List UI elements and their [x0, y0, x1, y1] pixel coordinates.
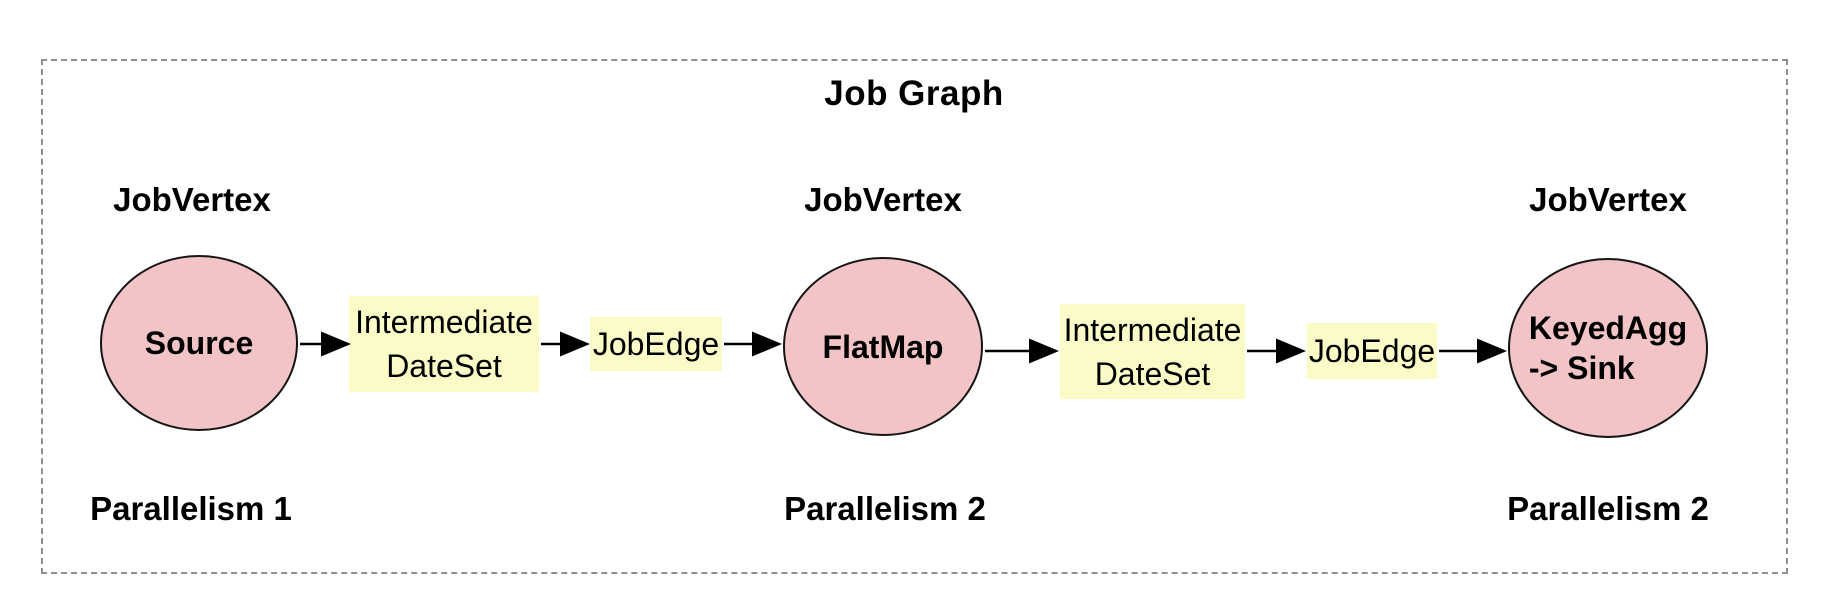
vertex-circle-source: Source	[100, 255, 298, 431]
parallelism-label-flatmap: Parallelism 2	[784, 490, 986, 527]
intermediate-dataset-box-1: Intermediate DateSet	[349, 296, 539, 392]
jobvertex-label-source: JobVertex	[113, 181, 271, 218]
vertex-name-flatmap: FlatMap	[822, 328, 944, 365]
job-edge-box-2: JobEdge	[1307, 323, 1437, 379]
job-edge-box-1: JobEdge	[590, 317, 722, 371]
vertex-name-source: Source	[144, 325, 254, 361]
job-edge-label-2: JobEdge	[1308, 333, 1436, 369]
intermediate-dataset-box-2: Intermediate DateSet	[1060, 304, 1245, 399]
vertex-name-keyedagg-sink: KeyedAgg -> Sink	[1528, 310, 1688, 386]
diagram-title: Job Graph	[824, 74, 1004, 113]
job-edge-label-1: JobEdge	[592, 326, 720, 362]
job-graph-dashed-frame	[41, 59, 1788, 574]
intermediate-dataset-label-1: Intermediate DateSet	[355, 304, 533, 384]
intermediate-dataset-label-2: Intermediate DateSet	[1063, 311, 1242, 392]
jobvertex-label-flatmap: JobVertex	[804, 181, 962, 218]
parallelism-label-keyedagg: Parallelism 2	[1507, 490, 1709, 527]
parallelism-label-source: Parallelism 1	[90, 490, 292, 527]
vertex-circle-keyedagg-sink: KeyedAgg -> Sink	[1508, 258, 1708, 438]
vertex-circle-flatmap: FlatMap	[783, 257, 983, 436]
jobvertex-label-keyedagg: JobVertex	[1529, 181, 1687, 218]
